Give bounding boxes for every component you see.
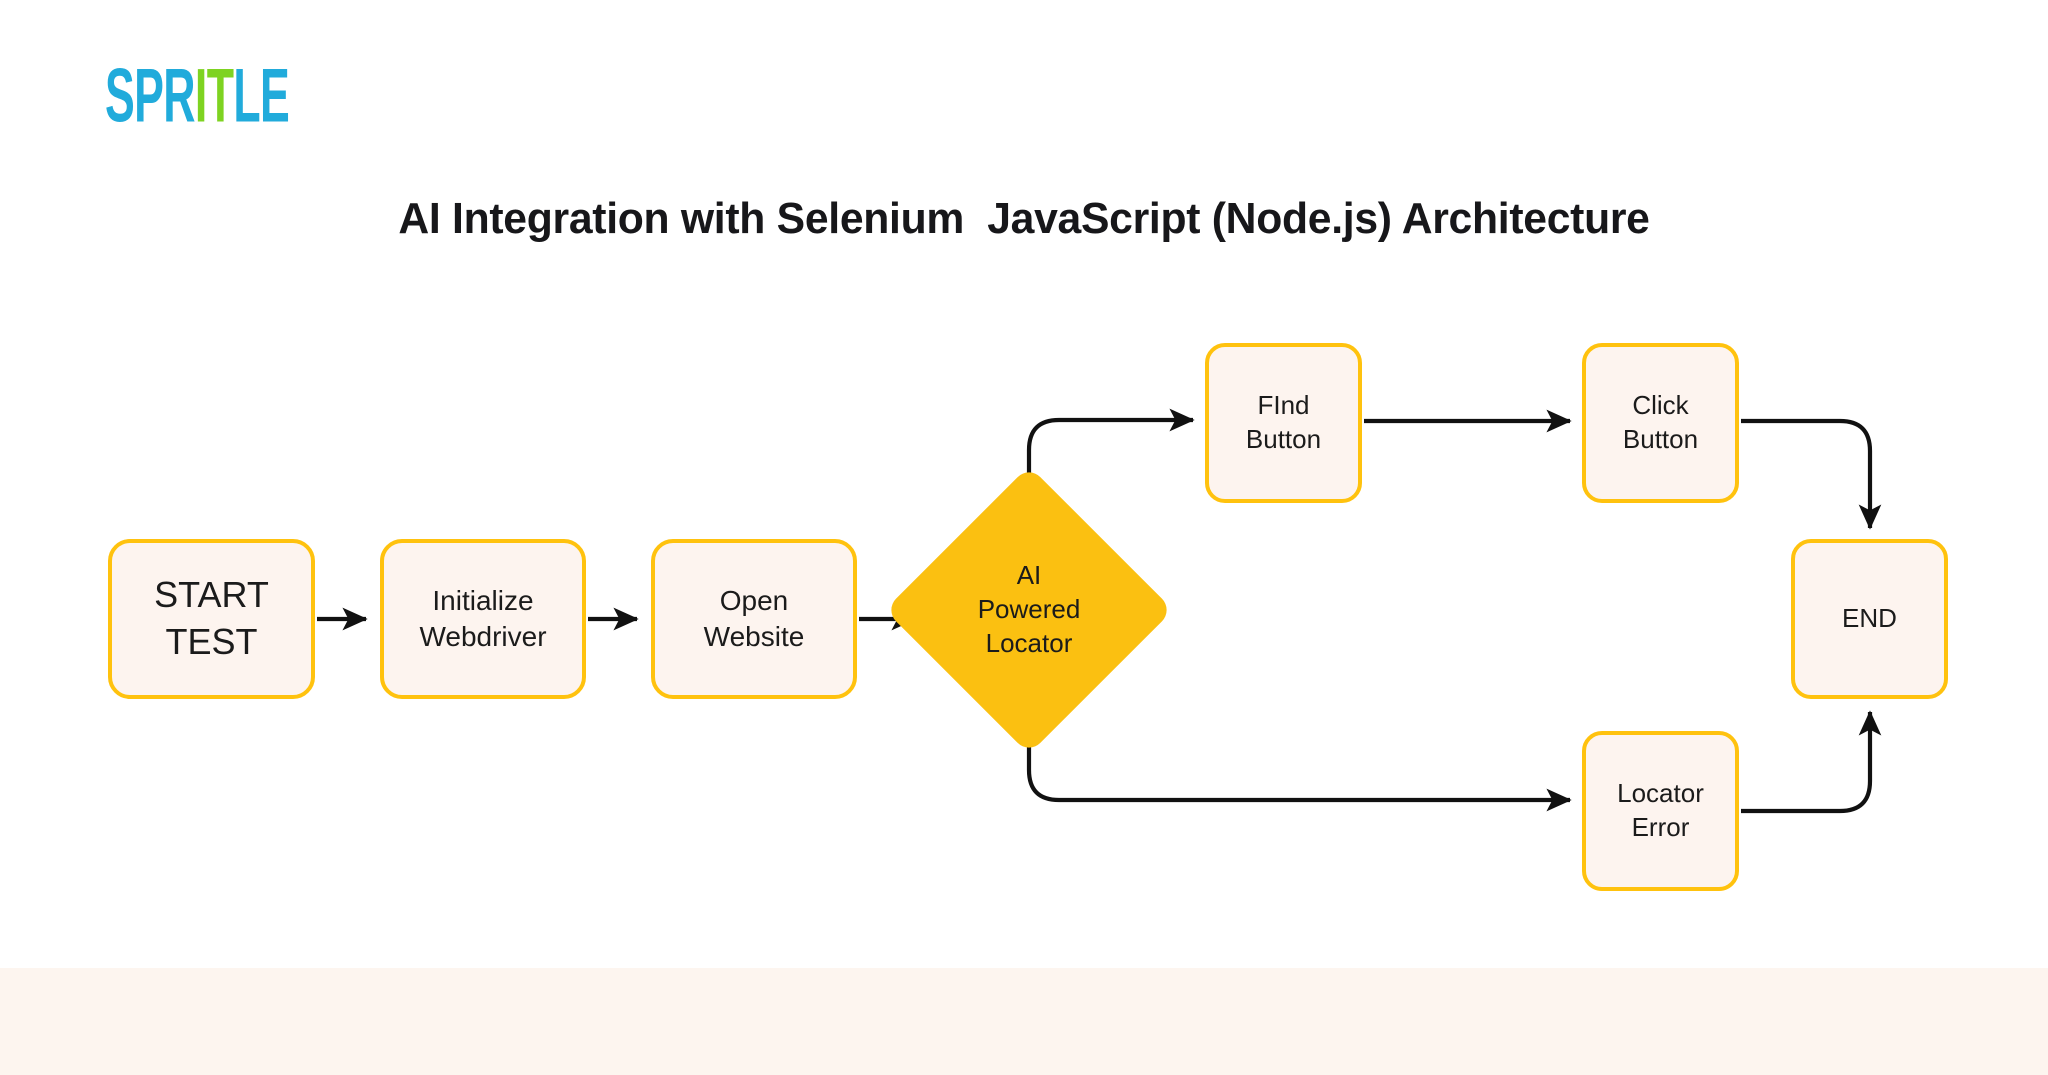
flow-node-ai-powered-locator[interactable]: AI Powered Locator bbox=[884, 465, 1174, 755]
edge-click-to-end bbox=[1741, 418, 1882, 530]
logo-text-part3: LE bbox=[233, 53, 290, 139]
flow-node-find-button-label: FInd Button bbox=[1245, 390, 1322, 454]
flow-node-open-website-label: Open Website bbox=[703, 584, 805, 652]
logo-text-part1: SPR bbox=[105, 53, 196, 139]
page-title: AI Integration with Selenium JavaScript … bbox=[398, 194, 1650, 243]
flow-node-start-test-label: START TEST bbox=[154, 574, 269, 662]
flow-node-ai-powered-locator-label: AI Powered Locator bbox=[977, 560, 1081, 658]
flow-node-click-button-label: Click Button bbox=[1622, 390, 1699, 454]
flow-node-locator-error-label: Locator Error bbox=[1617, 778, 1704, 842]
flow-node-locator-error[interactable]: Locator Error bbox=[1582, 731, 1739, 891]
flow-node-end-label: END bbox=[1842, 603, 1897, 634]
flow-node-open-website[interactable]: Open Website bbox=[651, 539, 857, 699]
logo-text-part2: IT bbox=[194, 53, 234, 139]
flow-node-initialize-webdriver[interactable]: Initialize Webdriver bbox=[380, 539, 586, 699]
flow-node-click-button[interactable]: Click Button bbox=[1582, 343, 1739, 503]
flow-node-end[interactable]: END bbox=[1791, 539, 1948, 699]
flow-node-start-test[interactable]: START TEST bbox=[108, 539, 315, 699]
edge-decision-to-error bbox=[1026, 714, 1572, 812]
flow-node-find-button[interactable]: FInd Button bbox=[1205, 343, 1362, 503]
edge-error-to-end bbox=[1741, 710, 1882, 814]
flow-node-initialize-webdriver-label: Initialize Webdriver bbox=[419, 584, 547, 652]
bottom-color-band bbox=[0, 968, 2048, 1075]
spritle-logo: SPRITLE bbox=[105, 53, 290, 139]
